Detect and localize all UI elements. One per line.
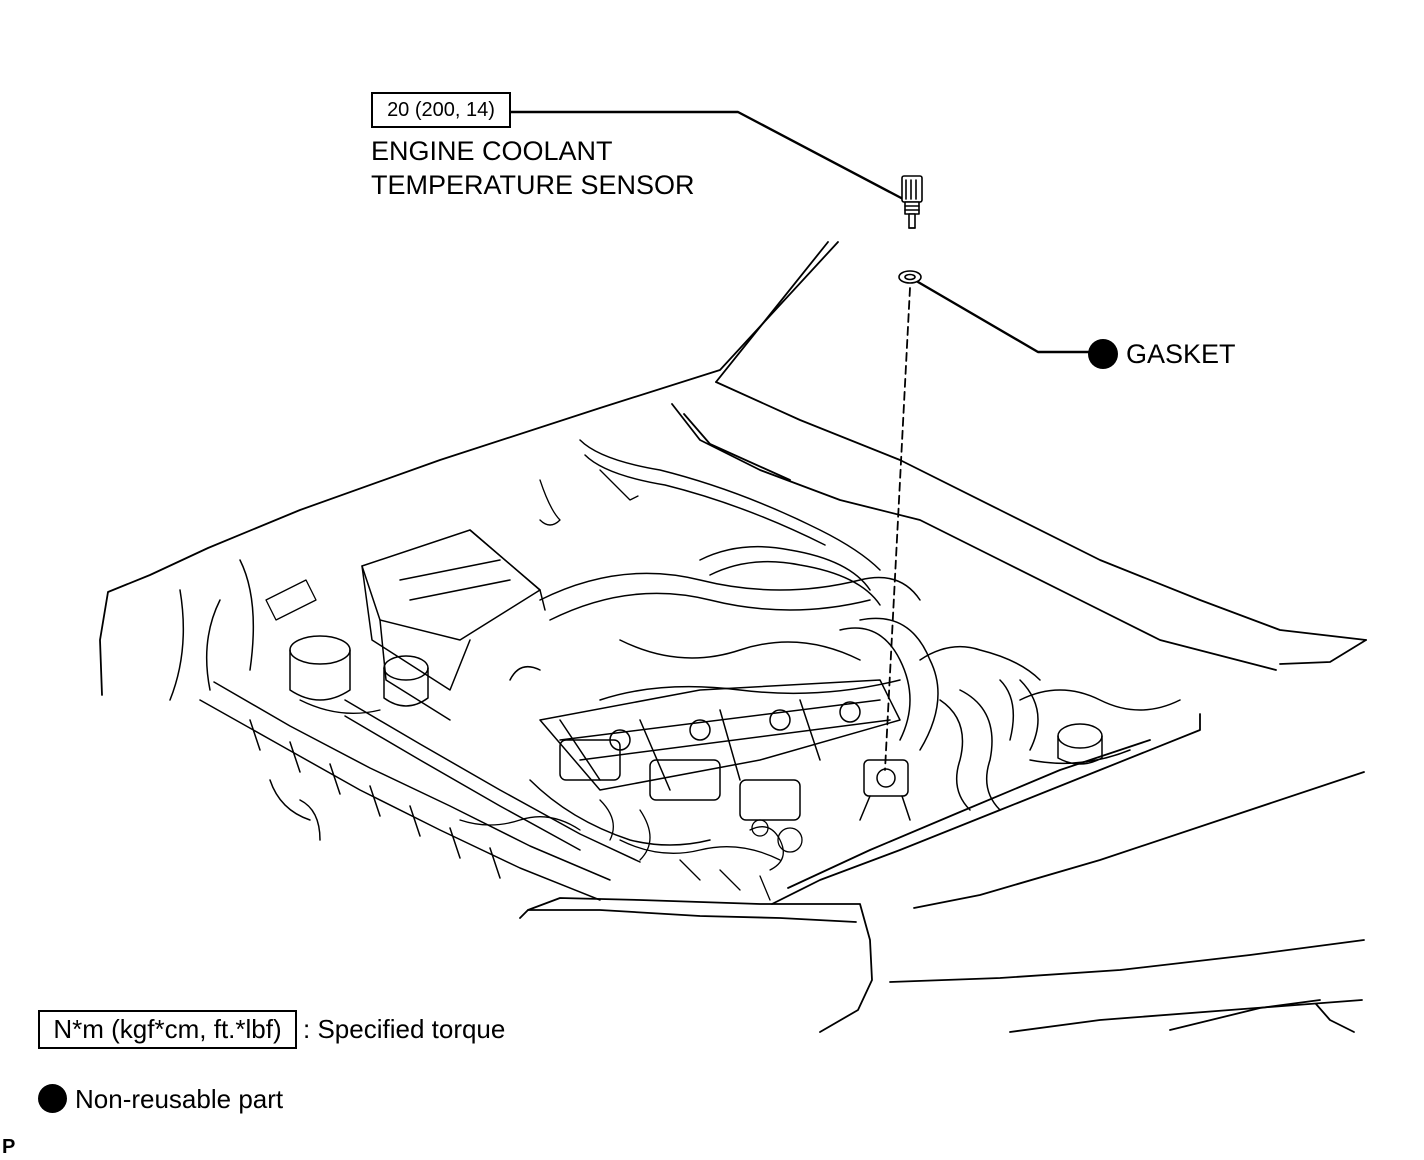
gasket-label: GASKET xyxy=(1126,339,1236,369)
intake-manifold xyxy=(539,572,921,821)
coolant-temperature-sensor-part xyxy=(901,175,923,229)
hoses xyxy=(509,439,1039,846)
sensor-label-line2: TEMPERATURE SENSOR xyxy=(371,170,695,200)
wiring-and-brackets xyxy=(265,469,803,901)
right-side-components xyxy=(919,645,1181,765)
sensor-leader-line xyxy=(509,110,907,202)
sensor-label: ENGINE COOLANT TEMPERATURE SENSOR xyxy=(371,134,695,202)
legend-nonreusable-icon xyxy=(38,1084,67,1113)
gasket-nonreusable-icon xyxy=(1088,339,1118,369)
legend-torque-text: : Specified torque xyxy=(303,1014,506,1044)
install-direction-dashed-line xyxy=(884,287,911,771)
torque-spec-box: 20 (200, 14) xyxy=(371,92,511,128)
thermostat-housing xyxy=(859,759,911,821)
sensor-label-line1: ENGINE COOLANT xyxy=(371,136,613,166)
gasket-part xyxy=(898,270,922,284)
air-cleaner-box xyxy=(361,529,546,721)
illustration-code: P xyxy=(2,1136,16,1158)
legend-torque-unit-box: N*m (kgf*cm, ft.*lbf) xyxy=(38,1010,297,1049)
coolant-reservoir xyxy=(289,635,429,707)
legend-nonreusable-text: Non-reusable part xyxy=(75,1084,284,1114)
gasket-leader-line xyxy=(916,280,1090,354)
valve-cover xyxy=(539,679,901,791)
radiator-support xyxy=(169,559,641,901)
